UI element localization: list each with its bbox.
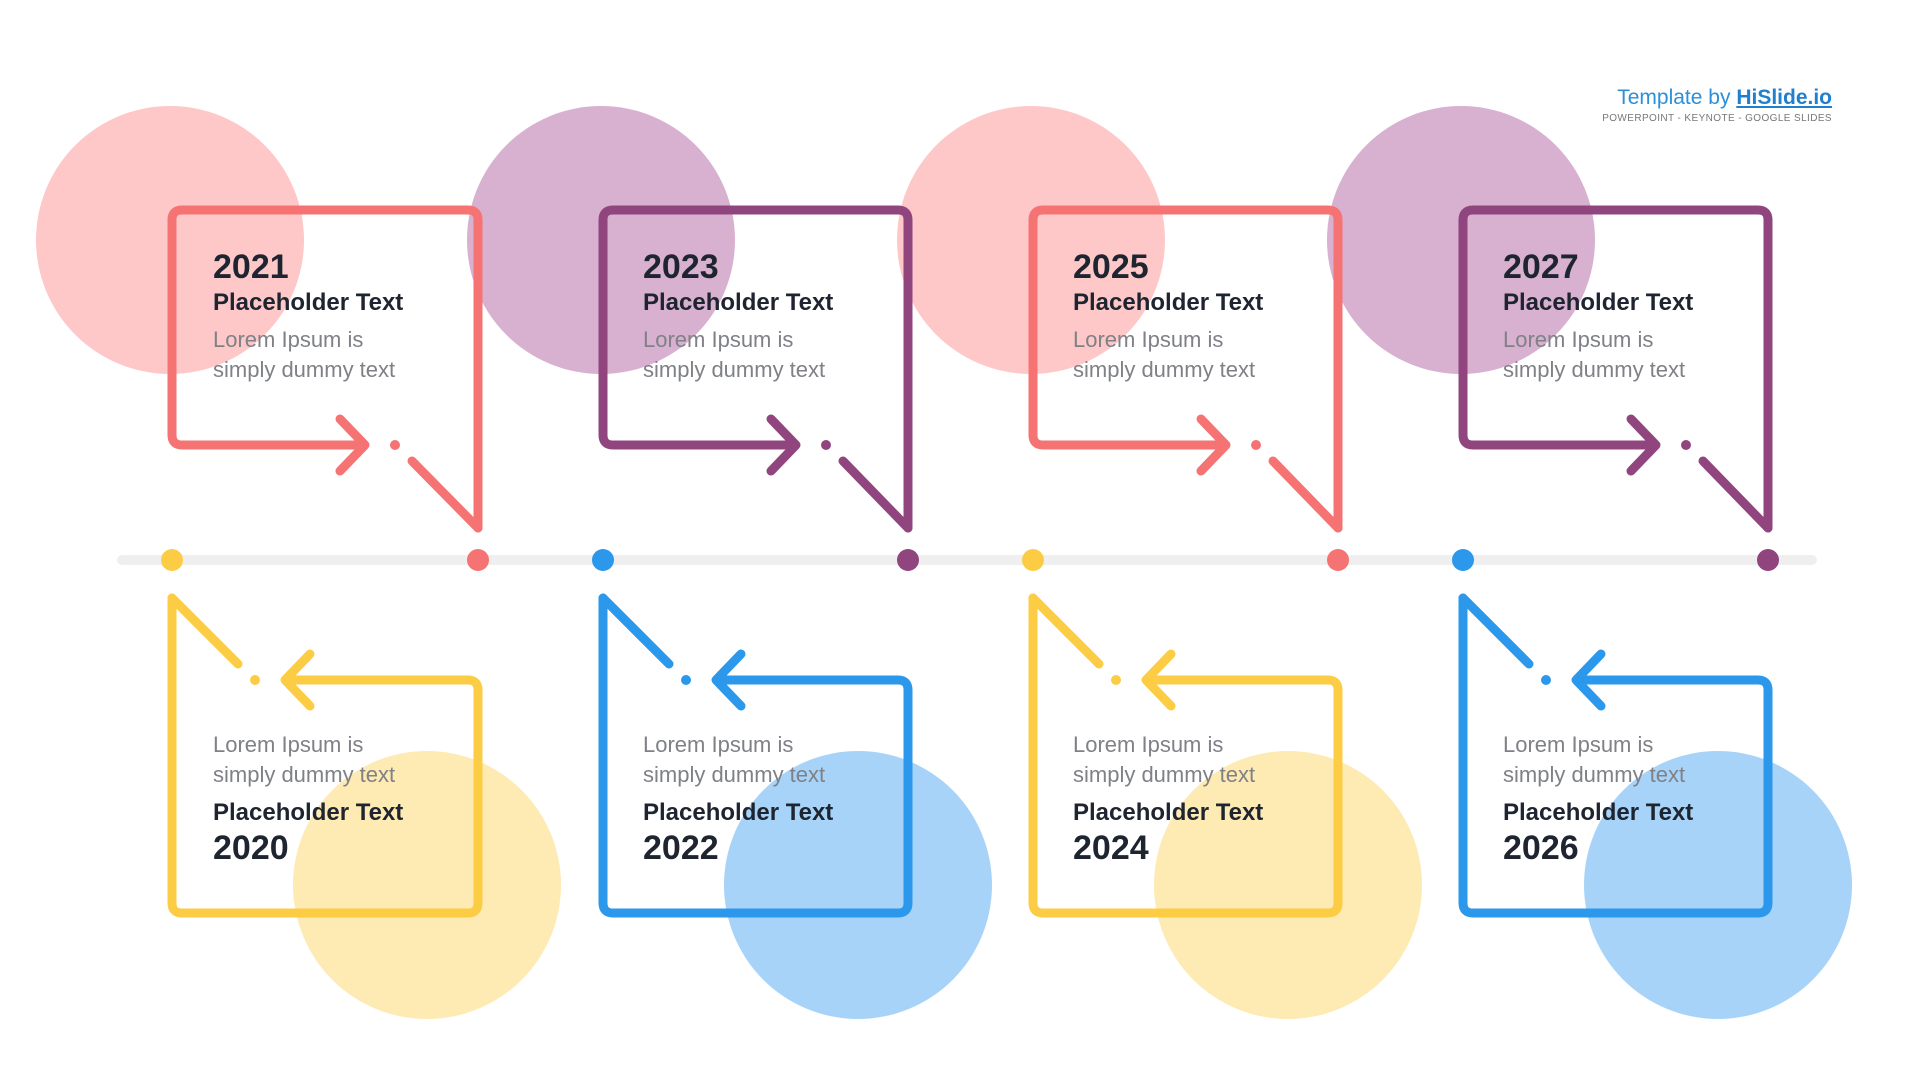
arrow-left-icon [280,649,315,711]
card-year: 2027 [1503,248,1579,286]
card-title: Placeholder Text [213,799,404,826]
timeline-dot [1327,549,1349,571]
branding-link[interactable]: HiSlide.io [1736,86,1832,109]
timeline-dot [161,549,183,571]
card-description-line: Lorem Ipsum is [1073,732,1224,757]
gap-dot [390,440,400,450]
arrow-right-icon [1626,414,1661,476]
card-description-line: Lorem Ipsum is [1503,732,1654,757]
timeline-dot [1757,549,1779,571]
card-description-line: simply dummy text [1073,762,1256,787]
card-year: 2026 [1503,829,1579,867]
arrow-left-icon [711,649,746,711]
frame-pointer [1458,593,1534,669]
timeline-dot [1452,549,1474,571]
frame-outline [598,205,913,533]
card-description-line: simply dummy text [643,762,826,787]
card-description-line: Lorem Ipsum is [643,732,794,757]
decor-circle [293,751,561,1019]
card-title: Placeholder Text [643,799,834,826]
decor-circle [724,751,992,1019]
card-description: Lorem Ipsum is simply dummy text [643,730,933,790]
card-2023: 2023 Placeholder Text Lorem Ipsum is sim… [643,247,933,385]
card-description-line: Lorem Ipsum is [643,327,794,352]
gap-dot [1681,440,1691,450]
card-description: Lorem Ipsum is simply dummy text [213,325,503,385]
card-2026: Lorem Ipsum is simply dummy text Placeho… [1503,730,1793,868]
card-description-line: simply dummy text [1503,357,1686,382]
arrow-left-icon [1141,649,1176,711]
frame-pointer [167,593,243,669]
arrow-right-icon [1196,414,1231,476]
card-description-line: simply dummy text [213,357,396,382]
card-description: Lorem Ipsum is simply dummy text [1503,325,1793,385]
card-description: Lorem Ipsum is simply dummy text [1073,325,1363,385]
card-2022: Lorem Ipsum is simply dummy text Placeho… [643,730,933,868]
card-description: Lorem Ipsum is simply dummy text [643,325,933,385]
card-title: Placeholder Text [213,289,404,316]
timeline-dot [1022,549,1044,571]
card-2025: 2025 Placeholder Text Lorem Ipsum is sim… [1073,247,1363,385]
card-description-line: Lorem Ipsum is [213,327,364,352]
card-year: 2025 [1073,248,1149,286]
arrow-right-icon [766,414,801,476]
card-title: Placeholder Text [1073,289,1264,316]
card-description-line: simply dummy text [1073,357,1256,382]
card-description-line: simply dummy text [1503,762,1686,787]
frame-outline [167,205,483,533]
card-description-line: simply dummy text [643,357,826,382]
gap-dot [1541,675,1551,685]
frame-outline [1028,205,1343,533]
card-title: Placeholder Text [1503,799,1694,826]
frame-outline [1458,593,1773,918]
card-description-line: Lorem Ipsum is [213,732,364,757]
card-title: Placeholder Text [1503,289,1694,316]
gap-dot [250,675,260,685]
frame-pointer [1698,456,1773,533]
arrow-left-icon [1571,649,1606,711]
frame-outline [1028,593,1343,918]
frame-outline [598,593,913,918]
gap-dot [1251,440,1261,450]
decor-circle [1154,751,1422,1019]
card-year: 2021 [213,248,289,286]
frame-pointer [407,456,483,533]
branding-line: Template by HiSlide.io [1602,86,1832,110]
timeline-dot [592,549,614,571]
frame-outline [167,593,483,918]
arrow-right-icon [335,414,370,476]
branding: Template by HiSlide.io POWERPOINT - KEYN… [1602,86,1832,124]
card-title: Placeholder Text [643,289,834,316]
card-description: Lorem Ipsum is simply dummy text [1503,730,1793,790]
card-year: 2020 [213,829,289,867]
card-2024: Lorem Ipsum is simply dummy text Placeho… [1073,730,1363,868]
timeline-dot [467,549,489,571]
card-year: 2024 [1073,829,1149,867]
branding-subtitle: POWERPOINT - KEYNOTE - GOOGLE SLIDES [1602,113,1832,124]
frame-pointer [598,593,674,669]
frame-pointer [1268,456,1343,533]
frame-outline [1458,205,1773,533]
gap-dot [1111,675,1121,685]
card-description-line: Lorem Ipsum is [1503,327,1654,352]
card-year: 2022 [643,829,719,867]
timeline-dot [897,549,919,571]
gap-dot [681,675,691,685]
branding-prefix: Template by [1617,86,1731,109]
card-year: 2023 [643,248,719,286]
card-2021: 2021 Placeholder Text Lorem Ipsum is sim… [213,247,503,385]
gap-dot [821,440,831,450]
card-description-line: simply dummy text [213,762,396,787]
card-description: Lorem Ipsum is simply dummy text [1073,730,1363,790]
card-title: Placeholder Text [1073,799,1264,826]
card-description: Lorem Ipsum is simply dummy text [213,730,503,790]
card-2027: 2027 Placeholder Text Lorem Ipsum is sim… [1503,247,1793,385]
card-2020: Lorem Ipsum is simply dummy text Placeho… [213,730,503,868]
frame-pointer [838,456,913,533]
frame-pointer [1028,593,1104,669]
decor-circle [1584,751,1852,1019]
card-description-line: Lorem Ipsum is [1073,327,1224,352]
